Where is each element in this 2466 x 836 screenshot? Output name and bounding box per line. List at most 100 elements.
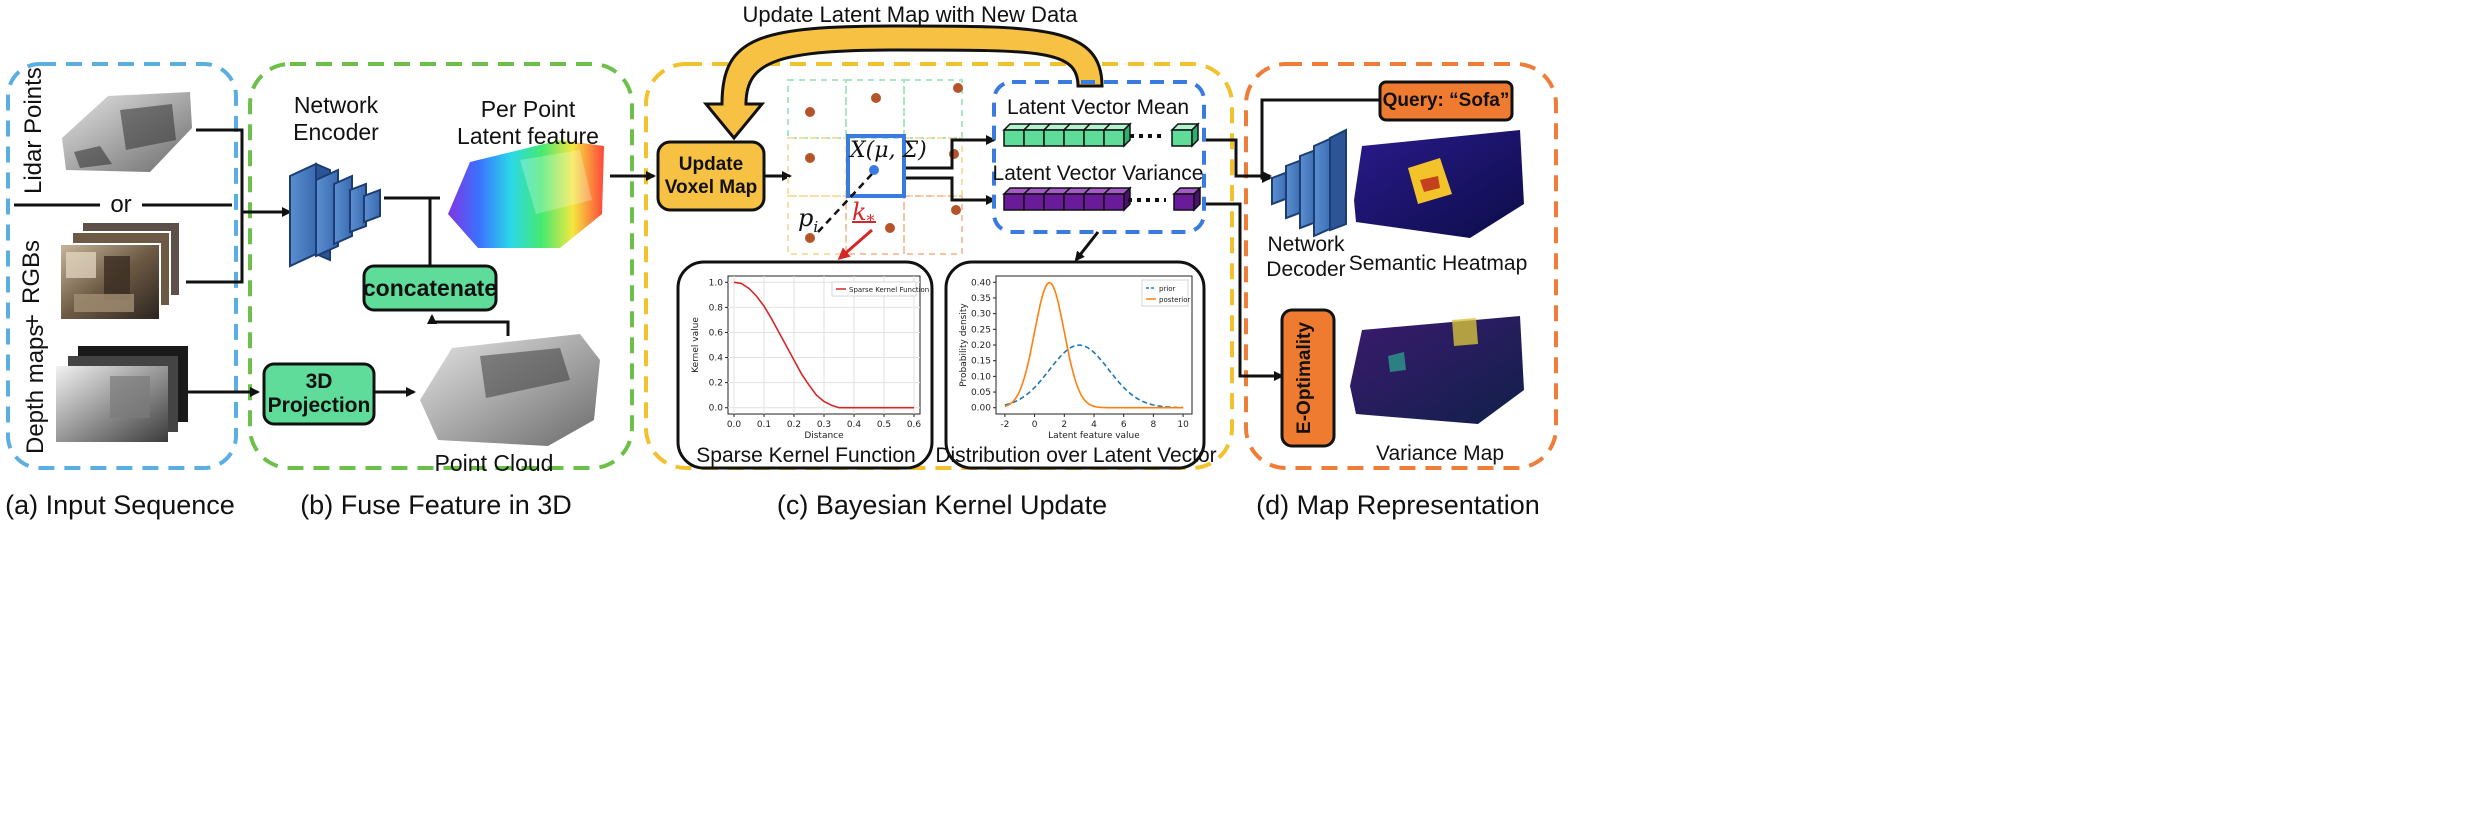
variance-cell — [1063, 193, 1085, 211]
dist-tick-label-x: 6 — [1121, 420, 1127, 430]
kernel-tick-label-x: 0.5 — [877, 420, 891, 430]
dist-tick-label-y: 0.40 — [971, 278, 991, 288]
variance-map-image — [1350, 316, 1524, 424]
concatenate-box — [362, 264, 498, 312]
dist-tick-label-y: 0.15 — [971, 357, 991, 367]
or-label: or — [110, 191, 132, 218]
dist-tick-label-x: -2 — [1000, 420, 1009, 430]
latent-feature-cloud — [448, 140, 604, 248]
p-letter: p — [798, 204, 814, 232]
variance-cell-side — [1123, 186, 1131, 212]
kernel-caption: Sparse Kernel Function — [696, 444, 916, 467]
caption-d: (d) Map Representation — [1256, 490, 1540, 520]
connector-to-variance — [906, 176, 996, 205]
kernel-legend-box — [831, 281, 917, 297]
variance-cell — [1103, 193, 1125, 211]
dist-tick-label-x: 8 — [1151, 420, 1157, 430]
mean-cell — [1023, 129, 1045, 147]
kernel-tick-label-x: 0.2 — [787, 420, 801, 430]
rgbs-label: RGBs — [18, 239, 45, 304]
kernel-tick-label-y: 0.6 — [709, 328, 724, 338]
kernel-tick-label-y: 0.4 — [709, 354, 724, 364]
kernel-series-line — [733, 281, 914, 409]
dist-tick-label-y: 0.35 — [971, 294, 991, 304]
latent-variance-label: Latent Vector Variance — [992, 162, 1204, 185]
kernel-tick-label-y: 0.2 — [709, 379, 723, 389]
kernel-arrow — [837, 228, 873, 260]
network-encoder-icon — [289, 162, 381, 268]
concatenate-label: concatenate — [362, 274, 498, 301]
dist-tick-label-x: 10 — [1177, 420, 1189, 430]
e-optimality-box — [1280, 308, 1336, 448]
network-decoder-icon — [1271, 128, 1347, 238]
k-subscript: * — [866, 210, 875, 230]
dist-tick-label-x: 0 — [1032, 420, 1038, 430]
dist-tick-label-x: 2 — [1061, 420, 1067, 430]
section-c-border — [644, 62, 1234, 470]
kernel-legend-label: Sparse Kernel Function — [849, 286, 929, 294]
kernel-tick-label-x: 0.6 — [907, 420, 922, 430]
variance-cell — [1023, 193, 1045, 211]
dist-caption: Distribution over Latent Vector — [935, 444, 1217, 467]
mean-cell — [1103, 129, 1125, 147]
voxel-grid — [787, 79, 963, 255]
projection-box — [262, 362, 376, 426]
e-optimality-label: E-Optimality — [1294, 322, 1315, 434]
dist-tick-label-y: 0.20 — [971, 341, 991, 351]
dist-tick-label-y: 0.25 — [971, 325, 991, 335]
connector-to-distribution — [1074, 231, 1100, 262]
latent-vector-box — [992, 80, 1206, 234]
variance-cell — [1043, 193, 1065, 211]
dist-legend-box — [1141, 279, 1189, 307]
dist-tick-label-y: 0.30 — [971, 310, 991, 320]
mean-cell — [1043, 129, 1065, 147]
point-cloud-label: Point Cloud — [434, 450, 554, 476]
lidar-label: Lidar Points — [20, 67, 47, 194]
dist-series-posterior — [1004, 281, 1184, 409]
k-letter: k — [852, 198, 867, 226]
variance-cell — [1003, 193, 1025, 211]
latent-variance-vector — [1002, 186, 1132, 212]
variance-cell — [1083, 193, 1105, 211]
kernel-tick-label-x: 0.3 — [817, 420, 831, 430]
latent-feature-label: Per Point Latent feature — [457, 96, 599, 149]
dist-tick-label-x: 4 — [1091, 420, 1097, 430]
connector-variance-to-eopt — [1206, 202, 1284, 381]
mean-cell — [1003, 129, 1025, 147]
projection-label: 3D Projection — [267, 370, 371, 417]
x-mu-sigma-label: X(μ, Σ) — [850, 138, 927, 163]
update-latent-map-label: Update Latent Map with New Data — [742, 2, 1078, 27]
network-decoder-label: Network Decoder — [1266, 233, 1346, 281]
depth-label: Depth maps — [22, 324, 49, 454]
dist-tick-label-y: 0.05 — [971, 388, 991, 398]
dist-legend-label-posterior: posterior — [1159, 296, 1191, 304]
connector-to-mean — [906, 135, 996, 170]
update-latent-map-arrow — [702, 24, 1104, 141]
kernel-ylabel: Kernel value — [691, 317, 701, 373]
kernel-tick-label-x: 0.0 — [727, 420, 742, 430]
kernel-xlabel: Distance — [804, 431, 844, 441]
section-b-border — [248, 62, 634, 470]
connector-pointcloud-to-concat — [427, 314, 510, 336]
connector-mean-to-decoder — [1206, 138, 1272, 181]
lidar-points-image — [62, 92, 192, 172]
depth-maps-stack — [56, 346, 188, 442]
dist-ylabel: Probability density — [959, 303, 969, 387]
section-d-border — [1244, 62, 1558, 470]
connector-encoder-out — [384, 196, 432, 216]
kernel-tick-label-x: 0.1 — [757, 420, 771, 430]
latent-mean-last-cell — [1170, 122, 1200, 148]
latent-mean-label: Latent Vector Mean — [1006, 96, 1190, 119]
section-a-border — [6, 62, 238, 470]
connector-rgb-to-encoder — [186, 207, 292, 284]
caption-c: (c) Bayesian Kernel Update — [776, 490, 1108, 520]
dist-xlabel: Latent feature value — [1048, 431, 1140, 441]
update-voxel-label: Update Voxel Map — [664, 154, 758, 198]
query-label: Query: “Sofa” — [1382, 90, 1510, 111]
p-i-label: pi — [798, 204, 818, 236]
dist-tick-label-y: 0.00 — [971, 404, 991, 414]
rgb-images-stack — [59, 221, 181, 321]
variance-map-label: Variance Map — [1375, 442, 1505, 465]
